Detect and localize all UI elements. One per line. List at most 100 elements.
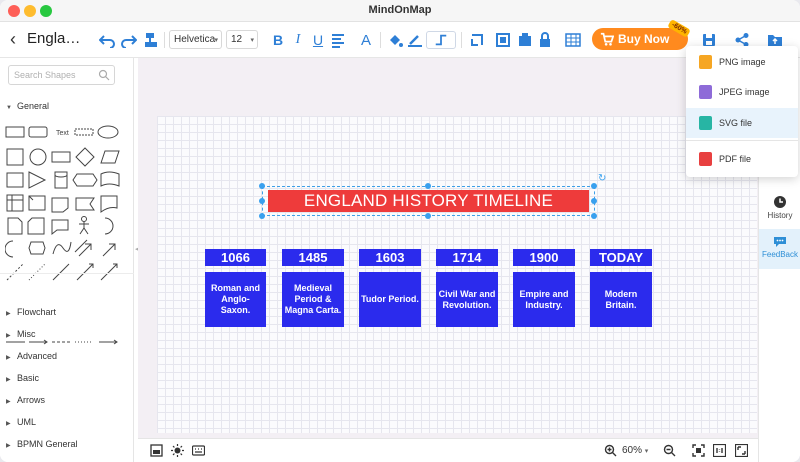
collapsed-triangle-icon: ▶ <box>6 421 11 427</box>
menu-item-label: PDF file <box>719 154 752 164</box>
document-title[interactable]: Engla… <box>27 30 81 47</box>
layer-icon[interactable] <box>516 31 534 49</box>
event-box[interactable]: Modern Britain. <box>590 272 652 327</box>
bold-icon[interactable]: B <box>272 32 284 48</box>
category-advanced[interactable]: ▶Advanced <box>6 351 57 361</box>
category-flowchart[interactable]: ▶Flowchart <box>6 307 56 317</box>
back-icon[interactable]: ‹ <box>10 29 16 49</box>
minimize-window-button[interactable] <box>24 5 36 17</box>
year-box[interactable]: 1900 <box>513 249 575 266</box>
category-general[interactable]: ▼ General <box>6 101 49 111</box>
search-shapes-input[interactable]: Search Shapes <box>8 65 115 85</box>
connector-style-icon[interactable] <box>426 31 456 49</box>
category-general-label: General <box>17 101 50 111</box>
text-shape-label: Text <box>56 130 69 137</box>
category-misc[interactable]: ▶Misc <box>6 329 36 339</box>
font-color-icon[interactable]: A <box>360 31 371 49</box>
redo-icon[interactable] <box>120 31 138 49</box>
pdf-file-icon <box>699 152 712 166</box>
resize-handle[interactable] <box>591 183 597 189</box>
category-arrows[interactable]: ▶Arrows <box>6 395 45 405</box>
event-box[interactable]: Roman and Anglo-Saxon. <box>205 272 266 327</box>
general-shapes-grid[interactable]: Text <box>5 124 127 346</box>
history-label: History <box>767 211 793 220</box>
category-label: Flowchart <box>17 307 57 317</box>
search-placeholder: Search Shapes <box>14 70 76 80</box>
theme-icon[interactable] <box>171 444 184 457</box>
feedback-icon <box>774 237 786 247</box>
resize-handle[interactable] <box>259 198 265 204</box>
shape-library-panel: Search Shapes ▼ General <box>0 58 134 462</box>
save-icon[interactable] <box>700 31 718 49</box>
keyboard-icon[interactable] <box>192 444 205 457</box>
export-dropdown-menu: PNG image JPEG image SVG file PDF file <box>686 46 798 177</box>
line-color-icon[interactable] <box>406 31 424 49</box>
resize-handle[interactable] <box>259 183 265 189</box>
year-box[interactable]: 1066 <box>205 249 266 266</box>
export-icon[interactable] <box>766 31 784 49</box>
underline-icon[interactable]: U <box>312 32 324 48</box>
undo-icon[interactable] <box>98 31 116 49</box>
lock-icon[interactable] <box>536 31 554 49</box>
collapsed-triangle-icon: ▶ <box>6 333 11 339</box>
category-label: UML <box>17 417 37 427</box>
zoom-out-icon[interactable] <box>663 444 676 457</box>
font-family-select[interactable]: Helvetica ▾ <box>169 30 222 49</box>
export-jpeg-item[interactable]: JPEG image <box>686 79 798 105</box>
export-svg-item[interactable]: SVG file <box>686 108 798 138</box>
event-box[interactable]: Empire and Industry. <box>513 272 575 327</box>
text-align-icon[interactable] <box>330 31 348 49</box>
year-box[interactable]: 1485 <box>282 249 344 266</box>
table-icon[interactable] <box>564 31 582 49</box>
resize-handle[interactable] <box>259 213 265 219</box>
category-label: Arrows <box>17 395 46 405</box>
category-uml[interactable]: ▶ UML <box>6 417 36 427</box>
feedback-label: FeedBack <box>761 250 799 259</box>
event-box[interactable]: Tudor Period. <box>359 272 421 327</box>
maximize-window-button[interactable] <box>40 5 52 17</box>
arrange-icon[interactable] <box>468 31 486 49</box>
bottom-status-bar: 60% ▾ <box>138 438 758 462</box>
category-basic[interactable]: ▶Basic <box>6 373 39 383</box>
format-painter-icon[interactable] <box>142 31 160 49</box>
resize-handle[interactable] <box>591 213 597 219</box>
history-button[interactable]: History <box>759 191 800 229</box>
rotate-handle-icon[interactable]: ↻ <box>598 173 607 184</box>
font-size-select[interactable]: 12 ▾ <box>226 30 258 49</box>
buy-now-button[interactable]: Buy Now <box>592 28 688 50</box>
year-box[interactable]: TODAY <box>590 249 652 266</box>
collapsed-triangle-icon: ▶ <box>6 443 11 449</box>
zoom-in-icon[interactable] <box>604 444 617 457</box>
buy-now-label: Buy Now <box>618 32 670 46</box>
clock-icon <box>774 196 786 208</box>
resize-handle[interactable] <box>425 183 431 189</box>
year-box[interactable]: 1603 <box>359 249 421 266</box>
expanded-triangle-icon: ▼ <box>6 105 12 111</box>
group-icon[interactable] <box>494 31 512 49</box>
export-pdf-item[interactable]: PDF file <box>686 146 798 172</box>
category-label: Basic <box>17 373 40 383</box>
feedback-button[interactable]: FeedBack <box>759 229 800 269</box>
resize-handle[interactable] <box>425 213 431 219</box>
category-bpmn-general[interactable]: ▶BPMN General <box>6 439 78 449</box>
panel-collapse-handle[interactable]: ◂ <box>135 246 139 253</box>
category-label: Advanced <box>17 351 58 361</box>
event-box[interactable]: Civil War and Revolution. <box>436 272 498 327</box>
resize-handle[interactable] <box>591 198 597 204</box>
window-title: MindOnMap <box>368 4 432 16</box>
close-window-button[interactable] <box>8 5 20 17</box>
cart-icon <box>600 32 614 46</box>
fullscreen-icon[interactable] <box>735 444 748 457</box>
zoom-select[interactable]: 60% ▾ <box>622 445 648 456</box>
year-box[interactable]: 1714 <box>436 249 498 266</box>
timeline-title-box[interactable]: ENGLAND HISTORY TIMELINE <box>268 190 589 212</box>
share-icon[interactable] <box>733 31 751 49</box>
fit-screen-icon[interactable] <box>692 444 705 457</box>
jpeg-file-icon <box>699 85 712 99</box>
event-box[interactable]: Medieval Period & Magna Carta. <box>282 272 344 327</box>
actual-size-icon[interactable] <box>713 444 726 457</box>
fill-color-icon[interactable] <box>386 31 404 49</box>
italic-icon[interactable]: I <box>295 32 301 47</box>
export-png-item[interactable]: PNG image <box>686 49 798 75</box>
page-view-icon[interactable] <box>150 444 163 457</box>
